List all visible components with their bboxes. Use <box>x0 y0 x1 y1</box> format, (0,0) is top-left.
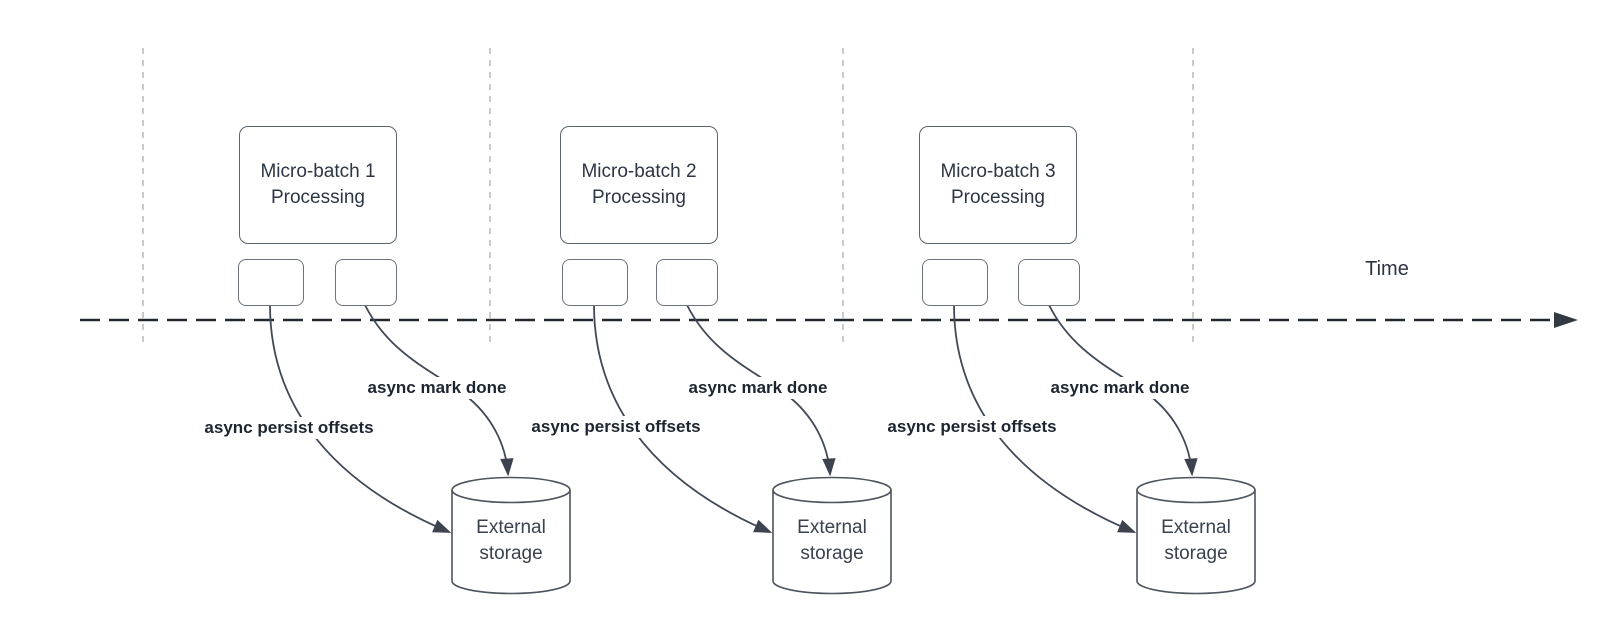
external-storage-cylinder <box>1136 476 1256 595</box>
storage-label-line1: External <box>476 517 546 538</box>
micro-batch-subtitle: Processing <box>950 187 1045 208</box>
cylinder-rim <box>1136 489 1256 504</box>
storage-label-line2: storage <box>800 543 864 564</box>
cylinder-rim <box>451 489 571 504</box>
external-storage-cylinder <box>772 476 892 595</box>
mark-done-label: async mark done <box>364 377 510 399</box>
micro-batch-1-box: Micro-batch 1 Processing <box>239 126 397 244</box>
persist-offsets-task-box <box>238 259 304 306</box>
micro-batch-1-box-label: Micro-batch 1 Processing <box>260 159 375 211</box>
external-storage-cylinder <box>451 476 571 595</box>
mark-done-task-box <box>1018 259 1080 306</box>
micro-batch-2-box: Micro-batch 2 Processing <box>560 126 718 244</box>
batch-boundary-gridlines <box>142 48 1194 344</box>
storage-label-line1: External <box>797 517 867 538</box>
micro-batch-3-box: Micro-batch 3 Processing <box>919 126 1077 244</box>
storage-label-line2: storage <box>479 543 543 564</box>
micro-batch-subtitle: Processing <box>270 187 365 208</box>
micro-batch-2-box-label: Micro-batch 2 Processing <box>581 159 696 211</box>
storage-cylinders <box>451 476 1256 595</box>
mark-done-label: async mark done <box>685 377 831 399</box>
storage-label-line1: External <box>1161 517 1231 538</box>
external-storage-label: External storage <box>772 515 892 567</box>
external-storage-label: External storage <box>1136 515 1256 567</box>
persist-offsets-task-box <box>562 259 628 306</box>
micro-batch-3-box-label: Micro-batch 3 Processing <box>940 159 1055 211</box>
mark-done-task-box <box>656 259 718 306</box>
persist-offsets-task-box <box>922 259 988 306</box>
external-storage-label: External storage <box>451 515 571 567</box>
mark-done-task-box <box>335 259 397 306</box>
persist-offsets-label: async persist offsets <box>528 416 704 438</box>
cylinder-rim <box>772 489 892 504</box>
micro-batch-title: Micro-batch 2 <box>581 161 697 182</box>
mark-done-label: async mark done <box>1047 377 1193 399</box>
micro-batch-subtitle: Processing <box>591 187 686 208</box>
storage-label-line2: storage <box>1164 543 1228 564</box>
persist-offsets-label: async persist offsets <box>884 416 1060 438</box>
persist-offsets-label: async persist offsets <box>201 417 377 439</box>
time-axis-arrowhead-icon <box>1554 312 1578 328</box>
time-label: Time <box>1365 258 1409 280</box>
micro-batch-title: Micro-batch 1 <box>260 161 376 182</box>
micro-batch-title: Micro-batch 3 <box>940 161 1056 182</box>
